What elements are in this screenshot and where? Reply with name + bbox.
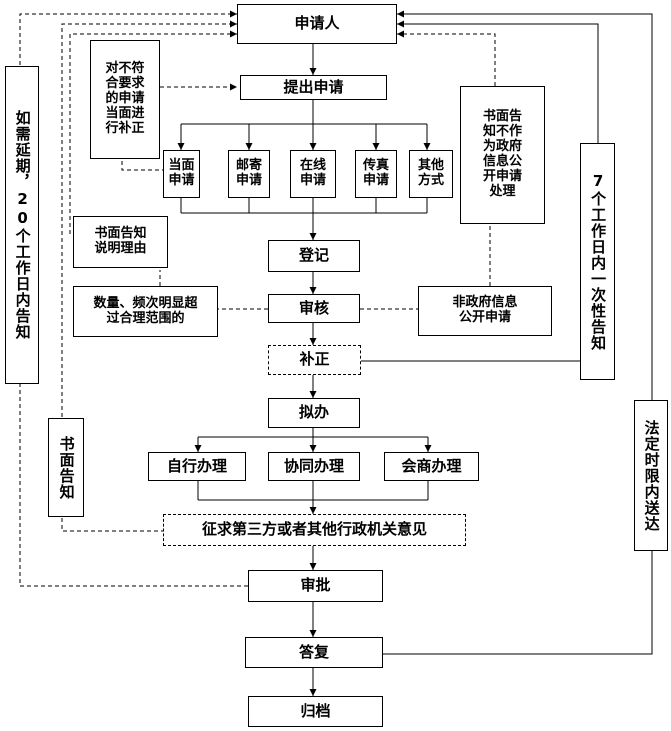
note-excessive: 数量、频次明显超 过合理范围的 [73, 286, 218, 337]
register-label: 登记 [298, 246, 329, 265]
note-written-reason: 书面告知 说明理由 [73, 216, 168, 268]
note-written-notice: 书面告知 [48, 418, 84, 517]
method-other-box: 其他 方式 [409, 150, 453, 198]
method-label: 其他 方式 [417, 158, 444, 188]
note-written-reason-text: 书面告知 说明理由 [94, 226, 147, 256]
note-not-public-info-written-text: 书面告 知不作 为政府 信息公 开申请 处理 [482, 109, 522, 199]
method-in-person-box: 当面 申请 [163, 150, 200, 198]
register-box: 登记 [268, 240, 360, 272]
reply-box: 答复 [245, 637, 383, 668]
method-label: 当面 申请 [168, 158, 195, 188]
note-excessive-text: 数量、频次明显超 过合理范围的 [93, 295, 198, 326]
applicant-label: 申请人 [294, 14, 340, 33]
line-legal-deadline-return [383, 10, 653, 655]
handling-label: 会商办理 [401, 456, 462, 475]
note-correct-on-site: 对不符 合要求 的申请 当面进 行补正 [90, 40, 160, 159]
applicant-box: 申请人 [237, 4, 397, 44]
line-in-person-to-correct [121, 159, 166, 171]
submit-box: 提出申请 [240, 75, 387, 100]
note-written-notice-text: 书面告知 [57, 435, 76, 500]
line-reason-return [69, 30, 237, 234]
submit-label: 提出申请 [283, 77, 344, 96]
note-seven-days-text: 7个工作日内一次性告知 [589, 172, 608, 351]
handling-label: 协同办理 [283, 456, 344, 475]
note-seven-days: 7个工作日内一次性告知 [580, 143, 615, 380]
note-non-gov-info-text: 非政府信息 公开申请 [452, 295, 518, 325]
review-box: 审核 [268, 294, 360, 323]
note-non-gov-info: 非政府信息 公开申请 [418, 286, 552, 336]
method-label: 在线 申请 [299, 158, 326, 188]
note-correct-on-site-text: 对不符 合要求 的申请 当面进 行补正 [105, 61, 145, 136]
supplement-box: 补正 [268, 345, 361, 375]
line-written-notice-return [61, 20, 237, 532]
method-label: 传真 申请 [362, 158, 389, 188]
supplement-label: 补正 [299, 350, 330, 369]
review-label: 审核 [298, 298, 329, 317]
approve-label: 审批 [300, 576, 331, 595]
handling-coordinated-box: 协同办理 [268, 452, 360, 481]
note-not-public-info-written: 书面告 知不作 为政府 信息公 开申请 处理 [460, 86, 545, 224]
draft-box: 拟办 [268, 398, 360, 428]
reply-label: 答复 [298, 642, 329, 661]
method-online-box: 在线 申请 [290, 150, 336, 198]
archive-box: 归档 [248, 696, 383, 727]
approve-box: 审批 [248, 570, 383, 602]
handling-self-box: 自行办理 [148, 452, 246, 481]
note-legal-deadline: 法定时限内送达 [634, 400, 668, 551]
note-extension: 如需延期，20个工作日内告知 [5, 66, 39, 384]
handling-label: 自行办理 [166, 456, 227, 475]
handling-consultation-box: 会商办理 [384, 452, 479, 481]
archive-label: 归档 [300, 701, 331, 720]
note-legal-deadline-text: 法定时限内送达 [642, 419, 661, 532]
consult-label: 征求第三方或者其他行政机关意见 [201, 520, 427, 539]
draft-label: 拟办 [298, 403, 329, 422]
line-not-public-return [397, 30, 496, 86]
note-extension-text: 如需延期，20个工作日内告知 [13, 110, 32, 340]
method-fax-box: 传真 申请 [355, 150, 397, 198]
method-mail-box: 邮寄 申请 [228, 150, 270, 198]
consult-box: 征求第三方或者其他行政机关意见 [163, 514, 466, 546]
method-label: 邮寄 申请 [235, 158, 262, 188]
